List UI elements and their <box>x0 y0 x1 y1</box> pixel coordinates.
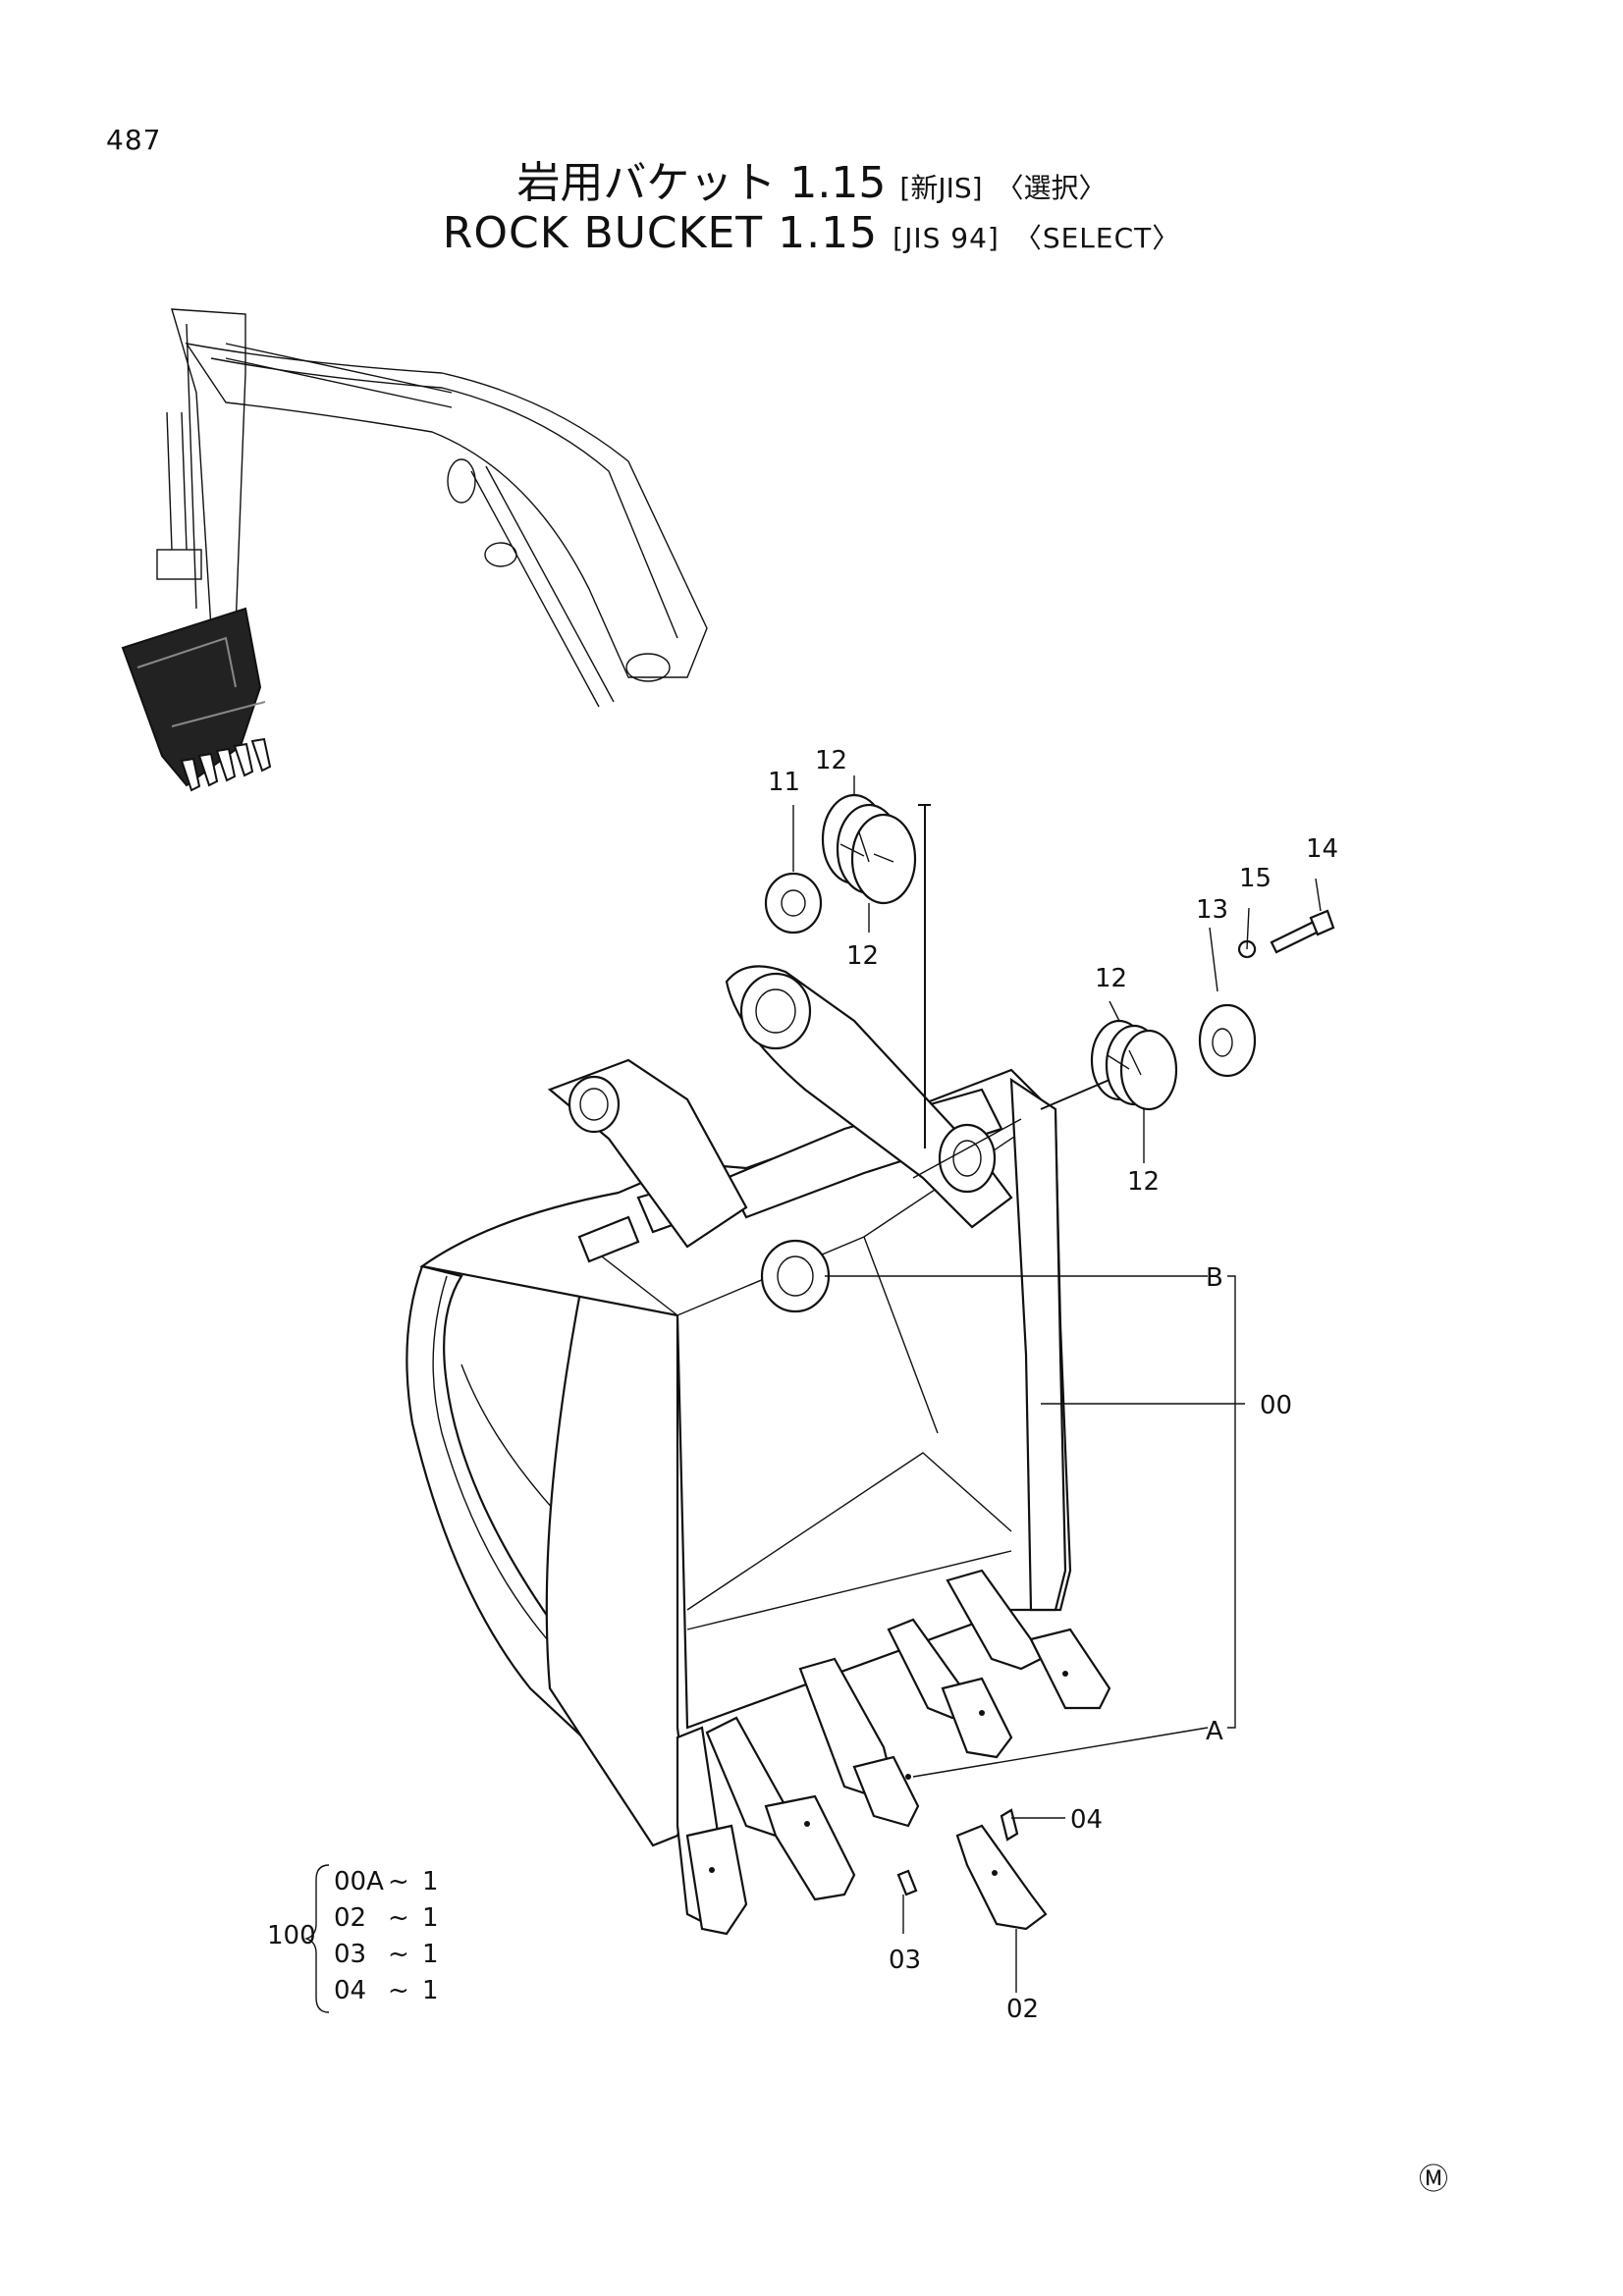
kit-row-qty: 1 <box>422 1940 439 1969</box>
title-en-main: ROCK BUCKET 1.15 <box>442 208 879 258</box>
title-en-select: 〈SELECT〉 <box>1013 222 1181 254</box>
kit-list: 100 00A ~ 1 02 ~ 1 03 ~ 1 04 ~ 1 <box>267 1864 439 2013</box>
m-mark: Ⓜ <box>1419 2163 1448 2197</box>
kit-row-tilde: ~ <box>388 1940 409 1969</box>
mini-bucket-illustration <box>121 607 272 792</box>
kit-number: 100 <box>267 1921 316 1950</box>
callout-12-right-top: 12 <box>1095 964 1127 993</box>
kit-row-part: 02 <box>334 1903 366 1933</box>
excavator-illustration <box>156 308 708 708</box>
page-number: 487 <box>106 124 162 156</box>
callout-14: 14 <box>1306 834 1338 864</box>
title-japanese: 岩用バケット 1.15 [新JIS] 〈選択〉 <box>0 147 1623 210</box>
kit-row-part: 04 <box>334 1976 366 2005</box>
pin-hardware-right <box>1040 909 1335 1111</box>
callout-13: 13 <box>1196 895 1228 925</box>
title-en-standard: [JIS 94] <box>893 222 1000 254</box>
callout-04: 04 <box>1070 1805 1103 1835</box>
title-ja-main: 岩用バケット 1.15 <box>516 158 887 208</box>
title-english: ROCK BUCKET 1.15 [JIS 94] 〈SELECT〉 <box>0 208 1623 258</box>
kit-row-qty: 1 <box>422 1976 439 2005</box>
callout-15: 15 <box>1239 864 1271 893</box>
callouts: 11 12 12 12 12 13 14 15 B 00 A 04 03 02 <box>768 746 1338 2024</box>
callout-02: 02 <box>1006 1995 1039 2024</box>
callout-12-top: 12 <box>815 746 847 775</box>
callout-03: 03 <box>889 1946 921 1975</box>
callout-11: 11 <box>768 768 800 797</box>
callout-12-right-bottom: 12 <box>1127 1167 1160 1197</box>
kit-row-part: 03 <box>334 1940 366 1969</box>
callout-00: 00 <box>1260 1391 1292 1420</box>
kit-row-tilde: ~ <box>388 1976 409 2005</box>
title-ja-select: 〈選択〉 <box>996 172 1107 204</box>
leader-lines <box>792 775 1322 1993</box>
kit-row-part: 00A <box>334 1867 384 1896</box>
title-ja-standard: [新JIS] <box>899 172 983 204</box>
kit-row-tilde: ~ <box>388 1867 409 1896</box>
kit-row-qty: 1 <box>422 1903 439 1933</box>
kit-row-qty: 1 <box>422 1867 439 1896</box>
callout-A: A <box>1206 1717 1223 1746</box>
rock-bucket-drawing <box>406 965 1111 1936</box>
kit-row-tilde: ~ <box>388 1903 409 1933</box>
callout-B: B <box>1206 1263 1223 1293</box>
callout-12-mid: 12 <box>846 941 879 971</box>
pin-hardware-left <box>764 793 931 1148</box>
